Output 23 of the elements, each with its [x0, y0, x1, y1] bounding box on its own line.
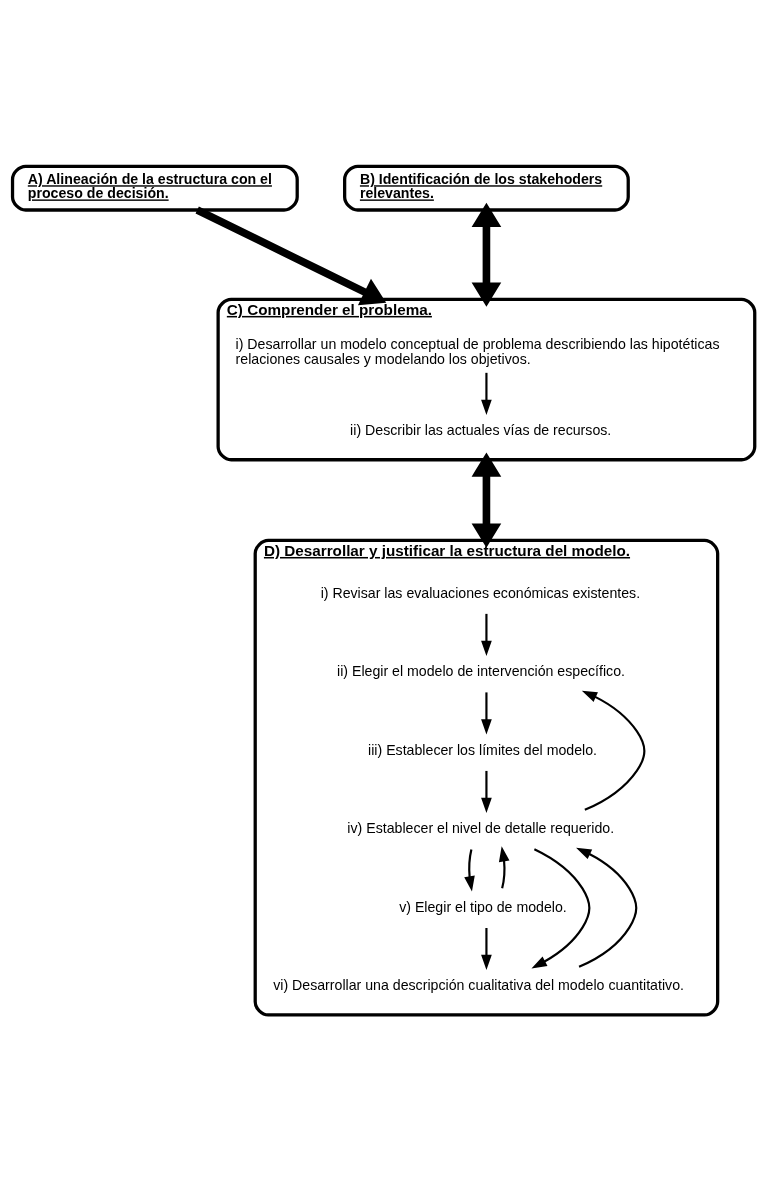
- arrow: [576, 847, 638, 968]
- arrow: [481, 372, 492, 415]
- arrow: [471, 451, 502, 548]
- arrow: [481, 613, 492, 656]
- node-box: B) Identificación de los stakehoders relevantes.: [343, 164, 630, 212]
- arrow: [581, 690, 646, 811]
- node-text: i) Revisar las evaluaciones económicas existentes.: [320, 584, 641, 601]
- arrow: [481, 691, 492, 735]
- arrow: [471, 202, 502, 307]
- arrow: [531, 847, 591, 968]
- node-text: i) Desarrollar un modelo conceptual de problema describiendo las hipotéticas relaciones causales y modelando los objetivos.: [235, 335, 720, 367]
- node-text: v) Elegir el tipo de modelo.: [399, 898, 567, 915]
- node-text: ii) Elegir el modelo de intervención específico.: [337, 662, 626, 679]
- node-text: ii) Describir las actuales vías de recursos.: [350, 421, 612, 438]
- arrow: [464, 848, 475, 892]
- node-text: iv) Establecer el nivel de detalle requerido.: [347, 819, 615, 836]
- node-text: vi) Desarrollar una descripción cualitativa del modelo cuantitativo.: [273, 976, 684, 993]
- node-text: iii) Establecer los límites del modelo.: [368, 741, 598, 758]
- arrow: [195, 206, 387, 305]
- arrow: [498, 845, 510, 889]
- arrow: [481, 927, 492, 970]
- node-box: A) Alineación de la estructura con el proceso de decisión.: [10, 164, 299, 212]
- arrow: [481, 770, 492, 813]
